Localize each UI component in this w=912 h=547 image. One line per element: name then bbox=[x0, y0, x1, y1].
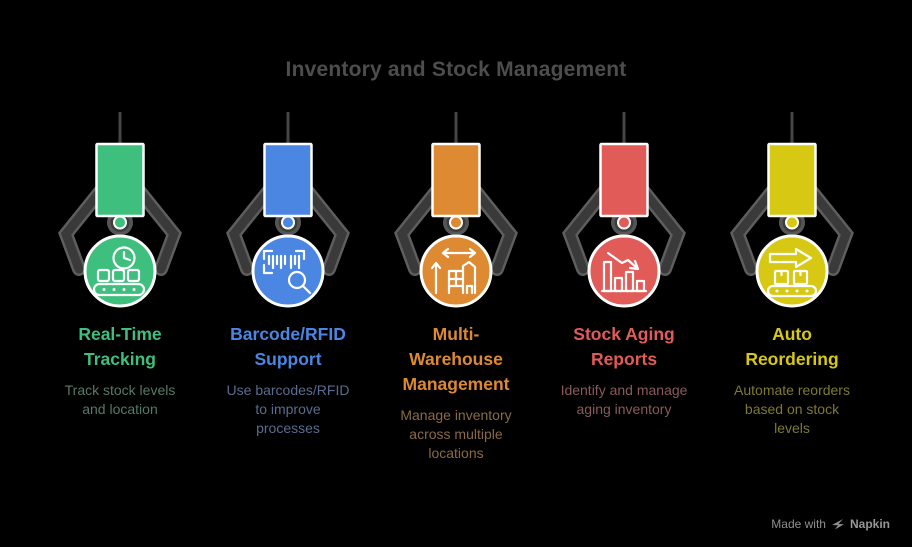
claw-block bbox=[95, 142, 145, 218]
claw-block bbox=[263, 142, 313, 218]
napkin-logo-icon bbox=[831, 519, 844, 530]
claw-block bbox=[431, 142, 481, 218]
claw-machine-graphic bbox=[226, 112, 350, 308]
icon-badge bbox=[587, 234, 661, 308]
column-description: Use barcodes/RFID to improve processes bbox=[226, 382, 350, 436]
claw-machine-graphic bbox=[730, 112, 854, 308]
column-title: Real-Time Tracking bbox=[78, 324, 162, 369]
column-multi-warehouse-management: Multi- Warehouse Management Manage inven… bbox=[372, 110, 540, 463]
column-description: Manage inventory across multiple locatio… bbox=[400, 407, 512, 461]
barcode-search-icon bbox=[262, 249, 312, 295]
made-with-label: Made with bbox=[771, 517, 826, 531]
column-auto-reordering: Auto Reordering Automate reorders based … bbox=[708, 110, 876, 463]
napkin-brand: Napkin bbox=[849, 517, 890, 531]
napkin-watermark[interactable]: Made with Napkin bbox=[771, 517, 890, 531]
column-title: Auto Reordering bbox=[745, 324, 839, 369]
claw-machine-graphic bbox=[562, 112, 686, 308]
feature-columns: Real-Time Tracking Track stock levels an… bbox=[0, 110, 912, 463]
conveyor-clock-icon bbox=[92, 246, 146, 297]
conveyor-arrow-icon bbox=[766, 247, 818, 298]
claw-machine-graphic bbox=[58, 112, 182, 308]
declining-chart-icon bbox=[600, 251, 648, 293]
claw-block bbox=[767, 142, 817, 218]
column-title: Multi- Warehouse Management bbox=[402, 324, 510, 394]
warehouse-arrows-icon bbox=[430, 247, 477, 295]
column-stock-aging-reports: Stock Aging Reports Identify and manage … bbox=[540, 110, 708, 463]
column-description: Track stock levels and location bbox=[64, 382, 176, 417]
column-description: Identify and manage aging inventory bbox=[560, 382, 688, 417]
column-real-time-tracking: Real-Time Tracking Track stock levels an… bbox=[36, 110, 204, 463]
column-description: Automate reorders based on stock levels bbox=[734, 382, 850, 436]
claw-machine-graphic bbox=[394, 112, 518, 308]
column-title: Barcode/RFID Support bbox=[230, 324, 346, 369]
column-title: Stock Aging Reports bbox=[573, 324, 675, 369]
claw-block bbox=[599, 142, 649, 218]
page-title: Inventory and Stock Management bbox=[285, 58, 627, 81]
column-barcode-rfid-support: Barcode/RFID Support Use barcodes/RFID t… bbox=[204, 110, 372, 463]
